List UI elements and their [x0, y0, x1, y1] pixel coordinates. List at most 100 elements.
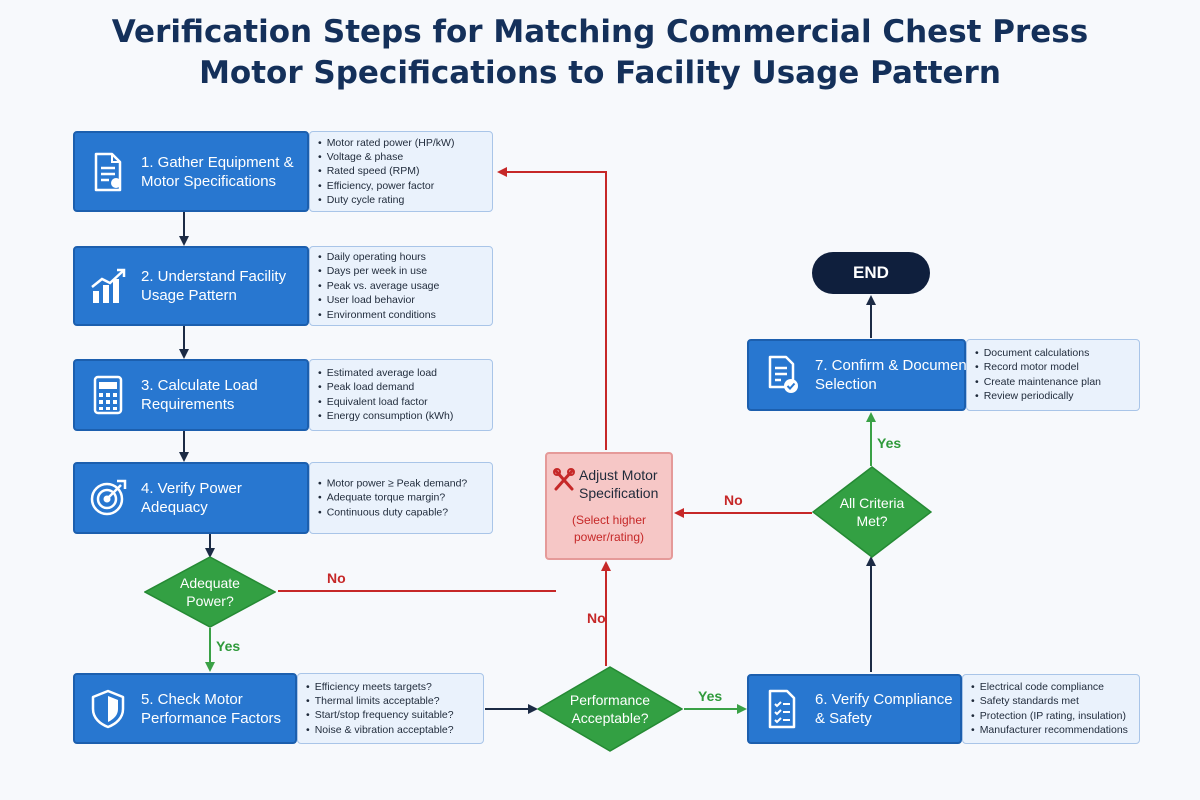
detail-item: Review periodically: [975, 389, 1133, 403]
detail-item: Daily operating hours: [318, 250, 486, 264]
decision-label-line-1: All Criteria: [839, 495, 905, 511]
spec-document-icon: [94, 152, 122, 191]
step-5-label: 5. Check Motor Performance Factors: [141, 690, 285, 728]
decision-diamond-shape: [144, 556, 276, 628]
step-4-label: 4. Verify Power Adequacy: [141, 479, 297, 517]
decision-diamond-shape: [537, 666, 683, 752]
decision-adequate-power-label: Adequate Power?: [144, 574, 276, 610]
adjust-note-line-2: power/rating): [573, 530, 645, 544]
document-check-icon: [768, 355, 798, 393]
step-2-label: 2. Understand Facility Usage Pattern: [141, 267, 297, 305]
calculator-icon: [93, 375, 123, 415]
detail-item: Energy consumption (kWh): [318, 409, 486, 423]
decision-criteria-label: All Criteria Met?: [812, 494, 932, 530]
target-icon: [90, 479, 127, 516]
detail-item: Environment conditions: [318, 308, 486, 322]
step-7-box: 7. Confirm & Document Selection: [747, 339, 971, 411]
detail-item: Safety standards met: [971, 695, 1133, 709]
detail-item: Protection (IP rating, insulation): [971, 709, 1133, 723]
shield-icon: [91, 689, 125, 728]
step-1-details: Motor rated power (HP/kW) Voltage & phas…: [309, 131, 493, 212]
detail-item: Motor rated power (HP/kW): [318, 135, 486, 149]
step-3-label: 3. Calculate Load Requirements: [141, 376, 297, 414]
title-line-2: Motor Specifications to Facility Usage P…: [199, 55, 1001, 91]
no-label-power: No: [327, 570, 346, 586]
step-6-details: Electrical code compliance Safety standa…: [962, 674, 1140, 744]
step-4-label-line-1: 4. Verify Power: [141, 480, 242, 497]
step-5-details: Efficiency meets targets? Thermal limits…: [297, 673, 484, 744]
adjust-title: Adjust Motor Specification: [579, 466, 658, 502]
yes-label-power: Yes: [216, 638, 241, 654]
step-3-label-line-2: Requirements: [141, 396, 235, 413]
decision-performance-acceptable: Performance Acceptable?: [537, 666, 683, 752]
checklist-icon: [768, 689, 796, 729]
decision-label-line-2: Power?: [186, 593, 234, 609]
step-2-label-line-2: Usage Pattern: [141, 287, 237, 304]
page-title: Verification Steps for Matching Commerci…: [0, 12, 1200, 94]
step-5-label-line-1: 5. Check Motor: [141, 690, 243, 708]
detail-item: Motor power ≥ Peak demand?: [318, 476, 486, 490]
detail-item: User load behavior: [318, 293, 486, 307]
adjust-note-line-1: (Select higher: [571, 513, 647, 527]
adjust-title-line-2: Specification: [579, 485, 659, 501]
step-4-label-line-2: Adequacy: [141, 499, 208, 516]
step-6-box: 6. Verify Compliance & Safety: [747, 674, 962, 744]
yes-label-performance: Yes: [698, 688, 723, 704]
step-7-label-line-1: 7. Confirm & Document: [815, 357, 971, 374]
decision-label-line-2: Met?: [856, 513, 888, 529]
title-line-1: Verification Steps for Matching Commerci…: [111, 14, 1089, 50]
detail-item: Efficiency, power factor: [318, 179, 486, 193]
step-2-label-line-1: 2. Understand Facility: [141, 268, 287, 285]
decision-all-criteria-met: All Criteria Met?: [812, 466, 932, 558]
step-3-box: 3. Calculate Load Requirements: [73, 359, 309, 431]
step-6-label: 6. Verify Compliance & Safety: [815, 690, 953, 728]
decision-adequate-power: Adequate Power?: [144, 556, 276, 628]
step-3-label-line-1: 3. Calculate Load: [141, 377, 258, 394]
step-2-details: Daily operating hours Days per week in u…: [309, 246, 493, 326]
step-4-box: 4. Verify Power Adequacy: [73, 462, 309, 534]
no-label-performance: No: [587, 610, 606, 626]
no-label-criteria: No: [724, 492, 743, 508]
decision-performance-label: Performance Acceptable?: [537, 691, 683, 727]
step-7-details: Document calculations Record motor model…: [966, 339, 1140, 411]
step-5-box: 5. Check Motor Performance Factors: [73, 673, 297, 744]
detail-item: Noise & vibration acceptable?: [306, 723, 477, 737]
adjust-note: (Select higher power/rating): [547, 512, 671, 546]
arrow-adjust-to-step1: [497, 167, 607, 450]
detail-item: Peak load demand: [318, 381, 486, 395]
detail-item: Document calculations: [975, 346, 1133, 360]
step-2-box: 2. Understand Facility Usage Pattern: [73, 246, 309, 326]
detail-item: Electrical code compliance: [971, 680, 1133, 694]
yes-label-criteria: Yes: [877, 435, 902, 451]
step-1-label-line-2: Motor Specifications: [141, 172, 277, 190]
step-1-box: 1. Gather Equipment & Motor Specificatio…: [73, 131, 309, 212]
detail-item: Record motor model: [975, 361, 1133, 375]
detail-item: Efficiency meets targets?: [306, 680, 477, 694]
end-terminal: END: [812, 252, 930, 294]
step-1-label: 1. Gather Equipment & Motor Specificatio…: [141, 153, 297, 191]
decision-label-line-1: Performance: [569, 692, 651, 708]
adjust-motor-box: Adjust Motor Specification (Select highe…: [545, 452, 673, 560]
detail-item: Start/stop frequency suitable?: [306, 709, 477, 723]
decision-label-line-1: Adequate: [180, 575, 240, 591]
adjust-title-line-1: Adjust Motor: [579, 467, 658, 483]
step-6-label-line-1: 6. Verify Compliance: [815, 691, 953, 708]
tools-icon: [553, 468, 575, 491]
detail-item: Manufacturer recommendations: [971, 723, 1133, 737]
decision-diamond-shape: [812, 466, 932, 558]
detail-item: Peak vs. average usage: [318, 279, 486, 293]
detail-item: Adequate torque margin?: [318, 491, 486, 505]
detail-item: Rated speed (RPM): [318, 164, 486, 178]
step-3-details: Estimated average load Peak load demand …: [309, 359, 493, 431]
detail-item: Continuous duty capable?: [318, 505, 486, 519]
detail-item: Thermal limits acceptable?: [306, 694, 477, 708]
step-7-label: 7. Confirm & Document Selection: [815, 356, 971, 394]
detail-item: Days per week in use: [318, 264, 486, 278]
detail-item: Create maintenance plan: [975, 375, 1133, 389]
step-7-label-line-2: Selection: [815, 376, 877, 393]
step-5-label-line-2: Performance Factors: [141, 709, 282, 727]
step-4-details: Motor power ≥ Peak demand? Adequate torq…: [309, 462, 493, 534]
step-1-label-line-1: 1. Gather Equipment &: [141, 153, 294, 171]
detail-item: Equivalent load factor: [318, 395, 486, 409]
